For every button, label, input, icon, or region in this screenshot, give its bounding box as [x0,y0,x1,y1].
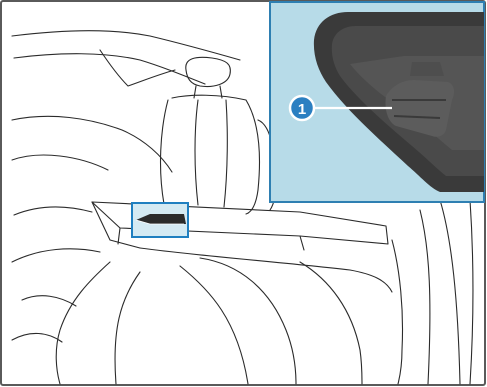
callout-1-label: 1 [298,101,306,118]
armrest-highlight [132,203,188,237]
callout-1: 1 [290,96,314,120]
